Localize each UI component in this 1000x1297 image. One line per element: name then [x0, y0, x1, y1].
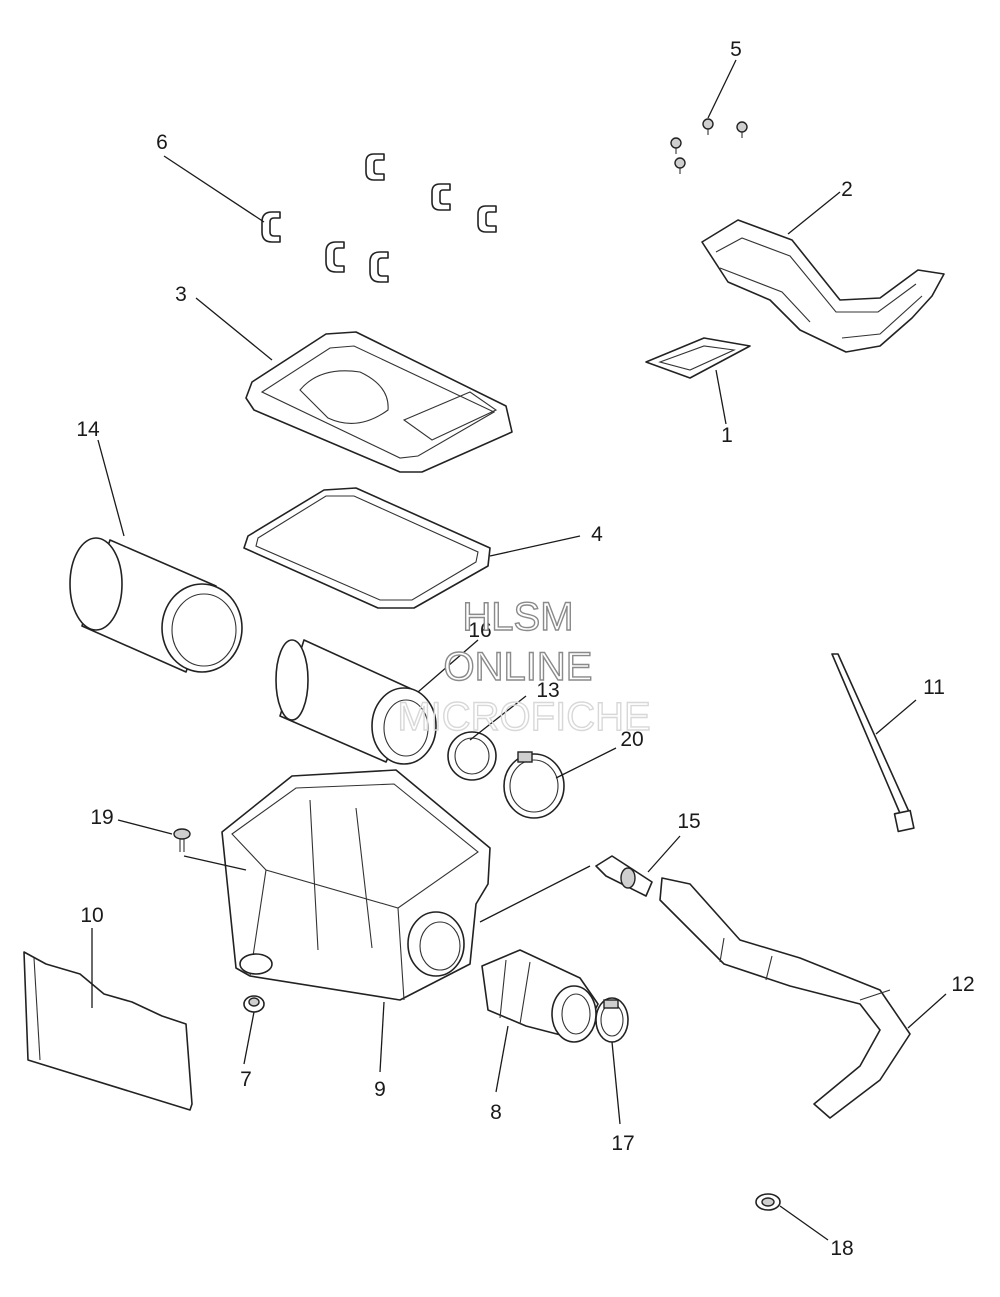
watermark-line-1: HLSM	[462, 595, 573, 639]
part-2-intake-duct	[701, 219, 945, 353]
watermark: HLSM ONLINE MICROFICHE	[397, 594, 652, 739]
callout-labels: 1 2 3 4 5 6 7 8 9 10 11 12 13 14 15 16 1…	[76, 38, 974, 1260]
part-7-grommet	[243, 995, 265, 1013]
callout-6: 6	[156, 131, 168, 154]
part-17-clamp	[595, 997, 629, 1043]
part-8-boot	[481, 949, 599, 1043]
part-13-coupler	[447, 731, 497, 781]
callout-15: 15	[677, 810, 700, 833]
part-14-pre-filter	[69, 537, 243, 673]
callout-17: 17	[611, 1132, 634, 1155]
callout-12: 12	[951, 973, 974, 996]
part-12-hose	[659, 877, 911, 1119]
callout-8: 8	[490, 1101, 502, 1124]
callout-20: 20	[620, 728, 643, 751]
callout-18: 18	[830, 1237, 853, 1260]
part-4-seal	[243, 487, 491, 609]
callout-1: 1	[721, 424, 733, 447]
leader-lines	[91, 59, 947, 1241]
callout-3: 3	[175, 283, 187, 306]
part-9-airbox-base	[221, 769, 491, 1001]
callout-19: 19	[90, 806, 113, 829]
part-16-air-filter	[275, 639, 437, 765]
callout-5: 5	[730, 38, 742, 61]
callout-7: 7	[240, 1068, 252, 1091]
callout-9: 9	[374, 1078, 386, 1101]
watermark-line-2: ONLINE	[444, 645, 593, 689]
part-6-clips	[261, 153, 497, 283]
part-11-strap	[831, 653, 915, 833]
callout-16: 16	[468, 619, 491, 642]
callout-13: 13	[536, 679, 559, 702]
callout-14: 14	[76, 418, 100, 441]
part-20-clamp	[503, 751, 565, 819]
part-19-screw	[173, 828, 191, 852]
callout-2: 2	[841, 178, 853, 201]
callout-11: 11	[923, 676, 945, 699]
part-10-shield	[23, 951, 193, 1111]
watermark-line-3: MICROFICHE	[397, 695, 650, 739]
part-5-screws	[670, 118, 748, 174]
part-18-clamp	[755, 1193, 781, 1211]
callout-4: 4	[591, 523, 603, 546]
callout-10: 10	[80, 904, 103, 927]
part-1-gasket	[645, 337, 751, 379]
part-15-fitting	[595, 855, 653, 897]
part-3-airbox-cover	[245, 331, 513, 473]
